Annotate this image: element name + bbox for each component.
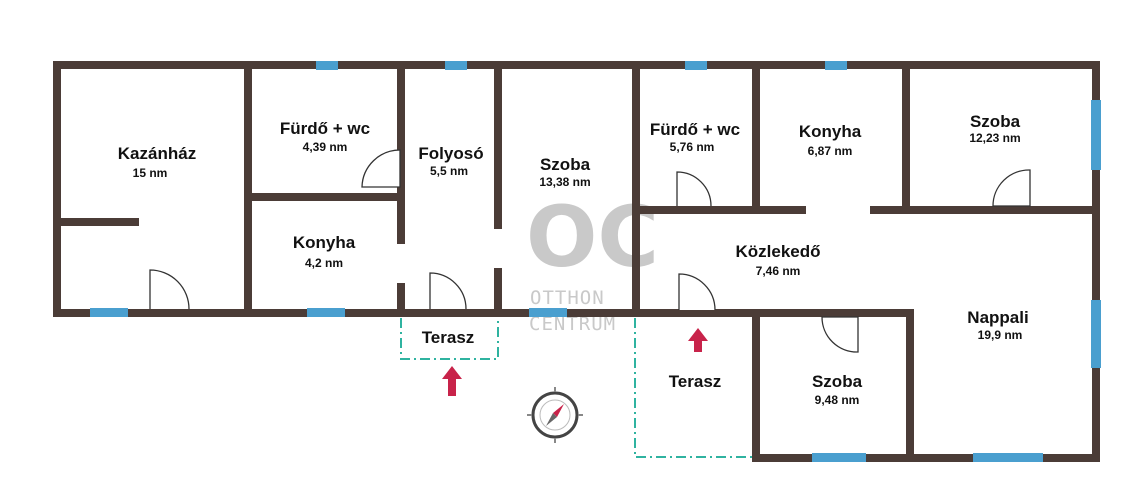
room-area-konyha2: 6,87 nm — [808, 144, 853, 158]
door-szoba3 — [821, 316, 859, 353]
room-name-konyha1: Konyha — [293, 233, 356, 252]
door-szoba2 — [992, 169, 1031, 207]
window-7 — [90, 308, 128, 317]
terrace-label-1: Terasz — [422, 328, 475, 347]
room-name-konyha2: Konyha — [799, 122, 862, 141]
window-10 — [812, 453, 866, 462]
doors — [149, 149, 1031, 353]
room-area-folyoso: 5,5 nm — [430, 164, 468, 178]
room-name-furdo1: Fürdő + wc — [280, 119, 370, 138]
window-9 — [529, 308, 567, 317]
entrance-arrow-icon — [688, 328, 708, 352]
window-8 — [307, 308, 345, 317]
room-area-furdo2: 5,76 nm — [670, 140, 715, 154]
room-labels: Kazánház 15 nm Fürdő + wc 4,39 nm Folyos… — [118, 112, 1029, 407]
window-5 — [1091, 100, 1101, 170]
room-name-kazanhaz: Kazánház — [118, 144, 196, 163]
windows — [90, 61, 1101, 462]
room-area-kazanhaz: 15 nm — [133, 166, 168, 180]
window-4 — [825, 61, 847, 70]
window-3 — [685, 61, 707, 70]
door-konyha1 — [429, 272, 467, 310]
room-name-szoba3: Szoba — [812, 372, 863, 391]
room-area-szoba3: 9,48 nm — [815, 393, 860, 407]
room-name-kozlekedo: Közlekedő — [735, 242, 820, 261]
room-area-kozlekedo: 7,46 nm — [756, 264, 801, 278]
room-area-furdo1: 4,39 nm — [303, 140, 348, 154]
door-furdo2 — [676, 171, 712, 207]
room-area-szoba1: 13,38 nm — [539, 175, 590, 189]
room-name-furdo2: Fürdő + wc — [650, 120, 740, 139]
entrance-arrow-icon — [442, 366, 462, 396]
terrace-outlines — [400, 318, 752, 458]
room-area-szoba2: 12,23 nm — [969, 131, 1020, 145]
window-1 — [316, 61, 338, 70]
room-name-szoba2: Szoba — [970, 112, 1021, 131]
room-name-szoba1: Szoba — [540, 155, 591, 174]
watermark-line2: CENTRUM — [529, 313, 616, 335]
terrace-outline-1 — [400, 318, 499, 360]
window-6 — [1091, 300, 1101, 368]
door-kozlekedo — [678, 273, 716, 311]
room-area-nappali: 19,9 nm — [978, 328, 1023, 342]
room-area-konyha1: 4,2 nm — [305, 256, 343, 270]
door-kazanhaz — [149, 269, 190, 310]
terrace-outline-2 — [634, 318, 752, 458]
door-furdo1 — [361, 149, 401, 188]
watermark-line1: OTTHON — [530, 287, 605, 309]
room-name-folyoso: Folyosó — [418, 144, 483, 163]
terrace-label-2: Terasz — [669, 372, 722, 391]
window-11 — [973, 453, 1043, 462]
window-2 — [445, 61, 467, 70]
room-name-nappali: Nappali — [967, 308, 1028, 327]
compass-icon — [527, 387, 583, 443]
entrance-arrows — [442, 328, 708, 396]
